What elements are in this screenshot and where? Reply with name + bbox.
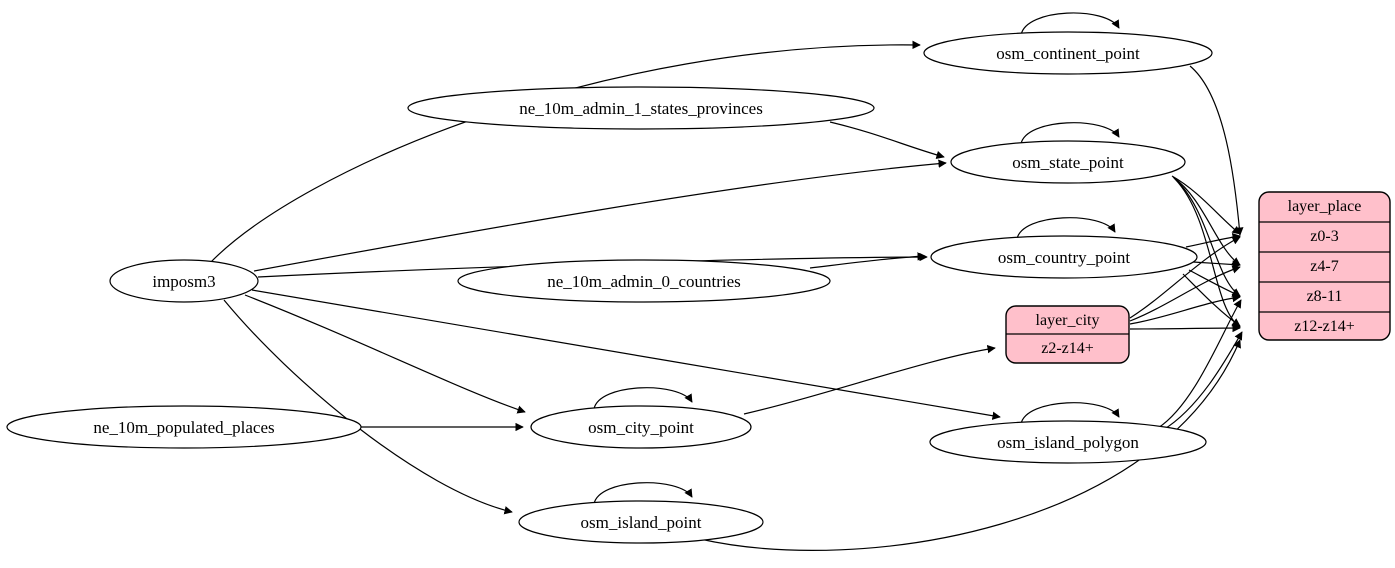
edge-imposm3-osm_continent_point xyxy=(209,40,921,264)
node-osm_country_point[interactable] xyxy=(930,235,1198,279)
edge-layer_city-layer_place_z0 xyxy=(1129,236,1241,319)
edge-osm_state_point-layer_place_z8 xyxy=(1173,177,1241,297)
selfloop-osm_island_polygon xyxy=(1020,402,1120,425)
node-osm_city_point[interactable] xyxy=(530,405,752,449)
edge-osm_country_point-layer_place_z4 xyxy=(1192,260,1241,269)
edge-osm_state_point-layer_place_z0 xyxy=(1171,175,1241,235)
node-osm_state_point[interactable] xyxy=(950,140,1186,184)
record-node-layer xyxy=(1005,191,1391,364)
node-ne_10m_populated_places[interactable] xyxy=(6,405,362,449)
selfloop-osm_city_point xyxy=(593,387,693,410)
edge-imposm3-osm_island_polygon xyxy=(251,289,1001,420)
selfloop-osm_island_point xyxy=(593,482,693,505)
selfloop-osm_country_point xyxy=(1016,217,1116,240)
record-layer_city[interactable] xyxy=(1005,305,1130,364)
selfloop-osm_state_point xyxy=(1020,122,1120,145)
edge-osm_continent_point-layer_place_z0 xyxy=(1189,65,1244,236)
node-ne_10m_admin_1_states_provinces[interactable] xyxy=(407,86,875,130)
edge-imposm3-osm_island_point xyxy=(223,299,513,515)
node-osm_island_polygon[interactable] xyxy=(929,420,1207,464)
edge-osm_island_polygon-layer_place_z8 xyxy=(1157,299,1242,429)
edge-layer_city-layer_place_z12 xyxy=(1129,323,1241,333)
node-imposm3[interactable] xyxy=(109,259,259,303)
edge-layer_city-layer_place_z8 xyxy=(1129,293,1241,325)
record-layer_place[interactable] xyxy=(1258,191,1391,341)
record-layer_place-body[interactable] xyxy=(1258,191,1391,341)
edge-osm_country_point-layer_place_z12 xyxy=(1182,273,1241,327)
node-layer xyxy=(6,31,1213,544)
edge-imposm3-osm_state_point xyxy=(253,159,947,272)
node-osm_island_point[interactable] xyxy=(518,500,764,544)
edge-osm_city_point-layer_city_z2 xyxy=(743,345,996,415)
node-osm_continent_point[interactable] xyxy=(923,31,1213,75)
edge-ne_states-osm_state_point xyxy=(829,121,945,159)
edge-osm_island_point-layer_place_z12 xyxy=(699,339,1241,551)
edge-osm_island_polygon-layer_place_z12 xyxy=(1162,331,1243,431)
edge-imposm3-osm_city_point xyxy=(244,294,526,414)
edge-osm_state_point-layer_place_z4 xyxy=(1172,176,1241,266)
edge-layer_city-layer_place_z4 xyxy=(1129,265,1241,322)
edge-ne_countries-osm_country_point xyxy=(809,252,926,269)
node-ne_10m_admin_0_countries[interactable] xyxy=(457,259,831,303)
selfloop-osm_continent_point xyxy=(1020,12,1120,36)
